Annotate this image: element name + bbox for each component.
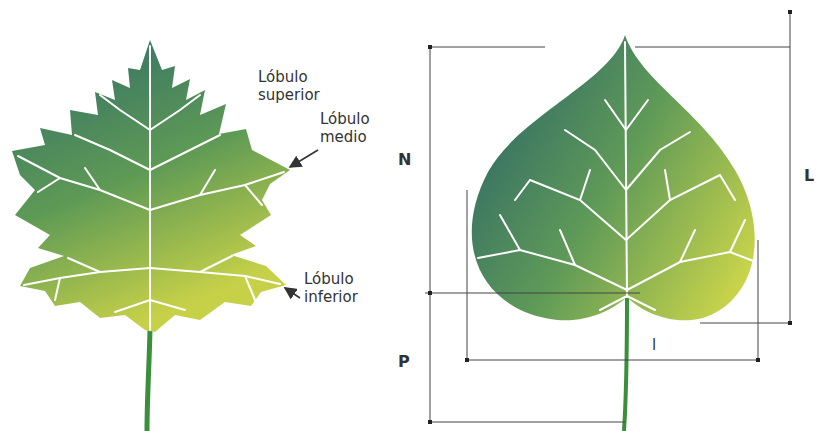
- leaf-stem: [147, 330, 150, 431]
- leaf-stem: [624, 297, 627, 431]
- dimension-label: N: [398, 150, 411, 169]
- dimension-label: P: [398, 352, 410, 371]
- dimension-lines: [425, 12, 790, 422]
- lobe-label: Lóbulo superior: [258, 68, 336, 104]
- lobe-label: Lóbulo inferior: [304, 270, 376, 306]
- leaf-veins: [18, 46, 284, 330]
- heart-leaf: [472, 35, 755, 320]
- lobed-leaf: [12, 40, 290, 332]
- leaf-veins: [478, 42, 756, 310]
- dimension-ticks: [428, 10, 792, 424]
- dimension-label: l: [652, 336, 656, 354]
- lobe-label: Lóbulo medio: [320, 110, 390, 146]
- dimension-label: L: [804, 166, 814, 185]
